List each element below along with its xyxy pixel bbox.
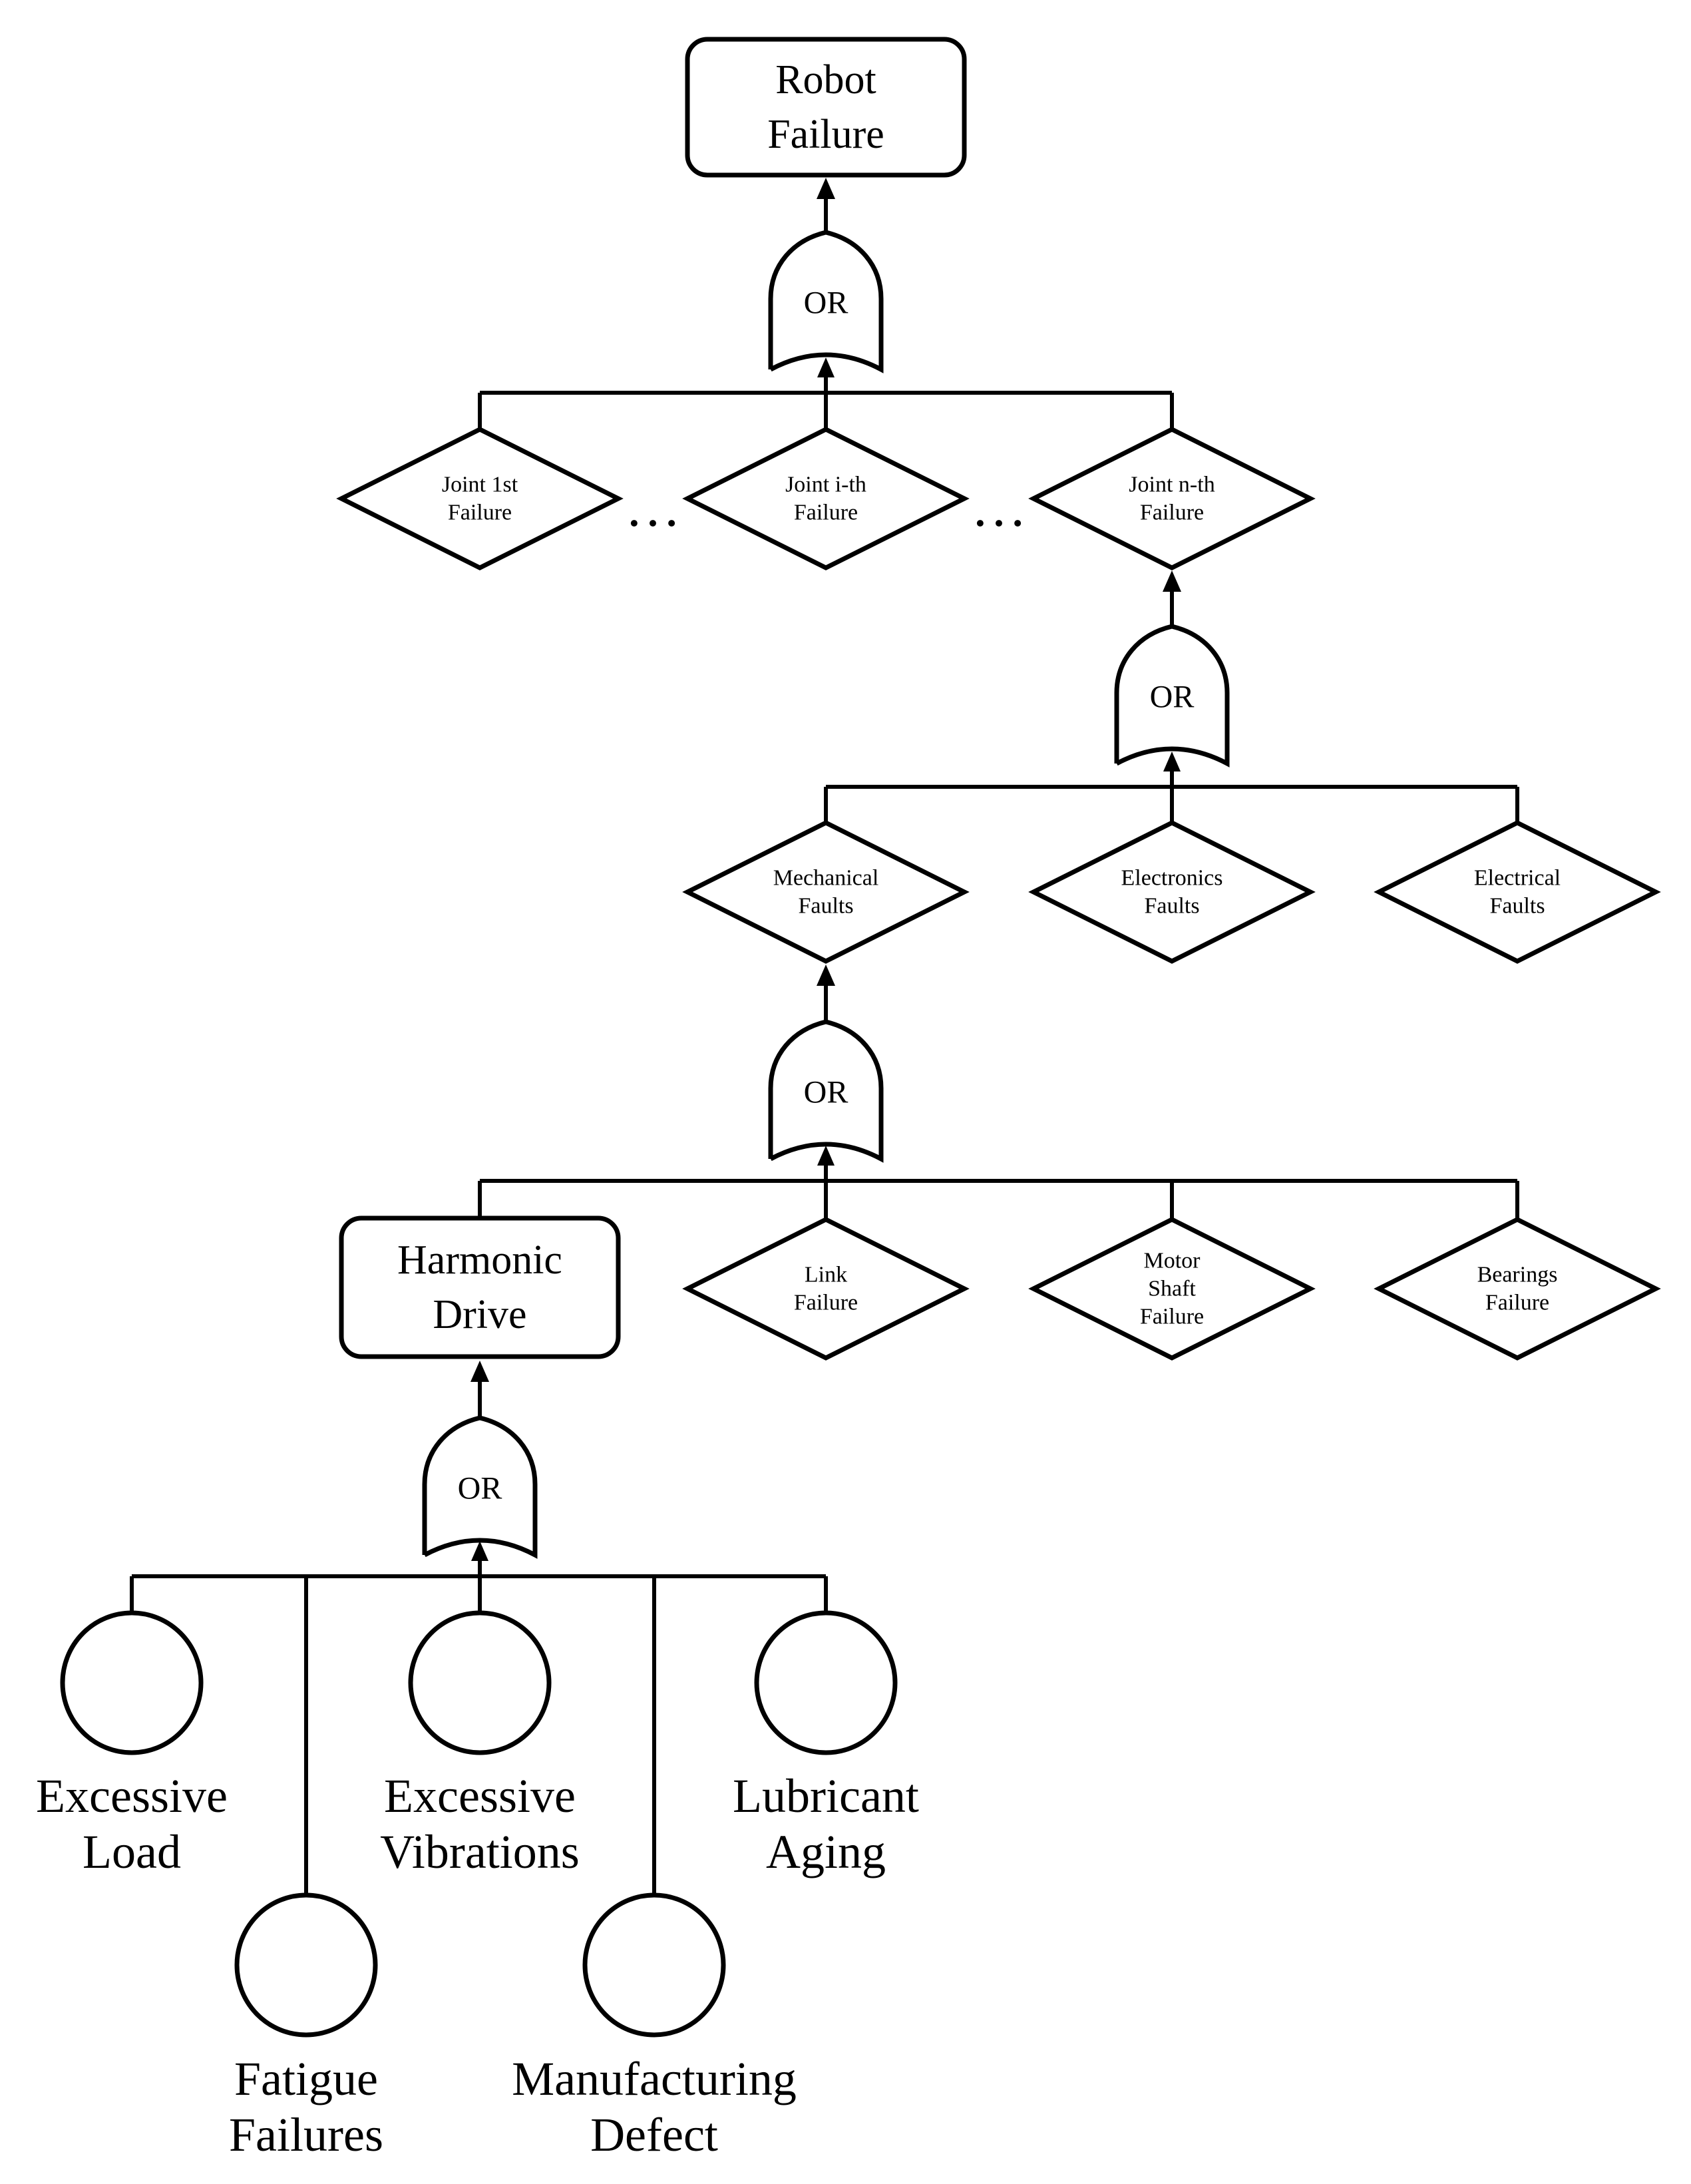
arrowhead-up-icon [817,357,835,377]
manufacturing-defect-circle [582,1892,726,2038]
joint-1st-diamond [336,427,624,570]
motor-shaft-label-line1: Motor [1144,1249,1201,1273]
node-robot-failure: Robot Failure [685,37,967,178]
manufacturing-defect-label-line2: Defect [590,2108,718,2161]
connector-level-2 [824,785,1519,823]
node-bearings-failure: Bearings Failure [1374,1217,1661,1361]
electrical-faults-label-line1: Electrical [1474,866,1561,891]
robot-failure-box [685,37,967,178]
arrowhead-up-icon [1163,752,1181,771]
connector-level-1 [478,391,1174,429]
joint-nth-label-line1: Joint n-th [1129,473,1215,497]
lubricant-aging-circle [754,1610,898,1755]
link-failure-diamond [682,1217,970,1361]
excessive-load-label-line2: Load [83,1825,181,1878]
arrowhead-up-icon [1163,570,1181,592]
node-manufacturing-defect: Manufacturing Defect [512,1892,797,2161]
robot-failure-label-line1: Robot [775,57,876,103]
joint-1st-label-line1: Joint 1st [442,473,518,497]
excessive-load-circle [60,1610,204,1755]
joint-ith-label-line2: Failure [794,501,858,525]
node-motor-shaft-failure: Motor Shaft Failure [1028,1217,1316,1361]
electronics-faults-diamond [1028,820,1316,964]
excessive-vibrations-circle [408,1610,552,1755]
joint-nth-diamond [1028,427,1316,570]
motor-shaft-label-line3: Failure [1140,1305,1204,1329]
node-electrical-faults: Electrical Faults [1374,820,1661,964]
connector-level-3 [478,1179,1519,1219]
arrow-input-gate2 [1163,752,1181,787]
or-gate-1-label: OR [804,286,848,321]
mechanical-faults-label-line1: Mechanical [773,866,879,891]
joint-ith-label-line1: Joint i-th [785,473,866,497]
or-gate-icon [422,1415,538,1559]
ellipsis-1: … [625,477,681,539]
excessive-vibrations-label-line1: Excessive [384,1769,576,1823]
node-excessive-load: Excessive Load [36,1610,228,1878]
arrow-input-gate3 [817,1146,835,1181]
joint-ith-diamond [682,427,970,570]
harmonic-drive-box [339,1215,621,1359]
robot-failure-label-line2: Failure [767,112,884,157]
harmonic-drive-label-line1: Harmonic [397,1237,562,1283]
arrowhead-up-icon [817,1146,835,1166]
bearings-failure-diamond [1374,1217,1661,1361]
or-gate-4-label: OR [458,1471,502,1506]
mechanical-faults-diamond [682,820,970,964]
or-gate-2-label: OR [1150,680,1195,715]
arrow-input-gate1 [817,357,835,393]
lubricant-aging-label-line1: Lubricant [733,1769,919,1823]
fatigue-failures-label-line1: Fatigue [234,2052,378,2105]
arrowhead-up-icon [470,1361,489,1382]
excessive-vibrations-label-line2: Vibrations [380,1825,580,1878]
arrow-input-gate4 [471,1541,488,1576]
node-joint-1st-failure: Joint 1st Failure [336,427,624,570]
or-gate-3-label: OR [804,1075,848,1110]
node-harmonic-drive: Harmonic Drive [339,1215,621,1359]
link-failure-label-line1: Link [805,1263,847,1287]
arrowhead-up-icon [817,965,835,986]
lubricant-aging-label-line2: Aging [766,1825,886,1878]
node-electronics-faults: Electronics Faults [1028,820,1316,964]
link-failure-label-line2: Failure [794,1291,858,1315]
fatigue-failures-label-line2: Failures [229,2108,383,2161]
node-fatigue-failures: Fatigue Failures [229,1892,383,2161]
electronics-faults-label-line1: Electronics [1121,866,1223,891]
or-gate-icon [768,1019,884,1163]
or-gate-icon [1114,624,1230,767]
bearings-failure-label-line2: Failure [1485,1291,1549,1315]
arrow-gate2-to-joint-nth [1163,570,1181,626]
harmonic-drive-label-line2: Drive [433,1292,526,1337]
joint-1st-label-line2: Failure [448,501,512,525]
excessive-load-label-line1: Excessive [36,1769,228,1823]
motor-shaft-failure-diamond [1028,1217,1316,1361]
ellipsis-2: … [971,477,1027,539]
arrow-gate4-to-harmonic-drive [470,1361,489,1418]
or-gate-2: OR [1114,624,1230,767]
fatigue-failures-circle [234,1892,378,2038]
node-joint-nth-failure: Joint n-th Failure [1028,427,1316,570]
node-joint-ith-failure: Joint i-th Failure [682,427,970,570]
node-mechanical-faults: Mechanical Faults [682,820,970,964]
electrical-faults-diamond [1374,820,1661,964]
or-gate-1: OR [768,230,884,373]
node-lubricant-aging: Lubricant Aging [733,1610,919,1878]
arrow-gate1-to-robot-failure [817,178,835,232]
mechanical-faults-label-line2: Faults [798,894,853,919]
joint-nth-label-line2: Failure [1140,501,1204,525]
motor-shaft-label-line2: Shaft [1148,1277,1196,1301]
or-gate-4: OR [422,1415,538,1559]
electronics-faults-label-line2: Faults [1144,894,1199,919]
arrowhead-up-icon [471,1541,488,1561]
electrical-faults-label-line2: Faults [1489,894,1545,919]
or-gate-icon [768,230,884,373]
node-excessive-vibrations: Excessive Vibrations [380,1610,580,1878]
arrow-gate3-to-mechanical [817,965,835,1022]
node-link-failure: Link Failure [682,1217,970,1361]
arrowhead-up-icon [817,178,835,199]
manufacturing-defect-label-line1: Manufacturing [512,2052,797,2105]
bearings-failure-label-line1: Bearings [1477,1263,1558,1287]
or-gate-3: OR [768,1019,884,1163]
